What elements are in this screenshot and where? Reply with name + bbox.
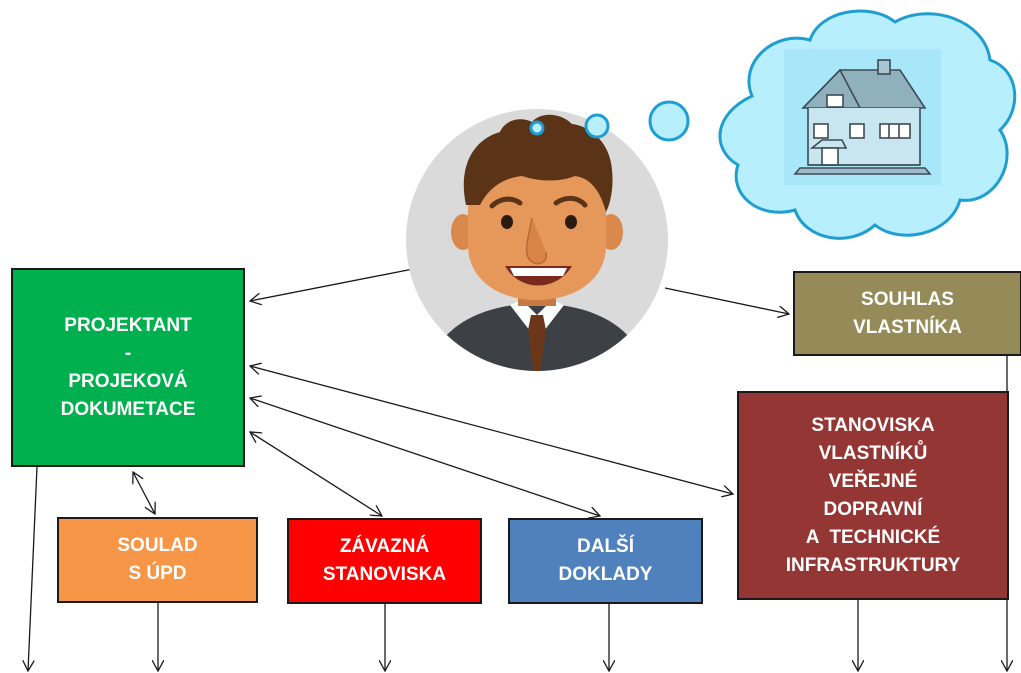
dalsi-doklady-box: DALŠÍ DOKLADY	[508, 518, 703, 604]
soulad-line-1: SOULAD	[117, 535, 198, 556]
dalsi-line-2: DOKLADY	[558, 564, 653, 585]
stanoviska-vlastniku-line-4: DOPRAVNÍ	[823, 498, 923, 520]
thought-cloud-icon	[529, 9, 1017, 240]
stanoviska-vlastniku-box: STANOVISKA VLASTNÍKŮ VEŘEJNÉ DOPRAVNÍ A …	[737, 391, 1009, 600]
projektant-line-1: PROJEKTANT	[64, 314, 192, 336]
souhlas-line-2: VLASTNÍKA	[853, 316, 962, 338]
arrow-projektant-dalsi	[250, 398, 600, 516]
soulad-upd-box: SOULAD S ÚPD	[57, 517, 258, 603]
projektant-line-4: DOKUMETACE	[60, 398, 196, 420]
arrow-down-projektant	[28, 466, 38, 671]
arrow-projektant-zavazna	[250, 432, 382, 516]
arrow-projektant-soulad	[133, 472, 155, 514]
zavazna-stanoviska-box: ZÁVAZNÁ STANOVISKA	[287, 518, 482, 604]
dalsi-line-1: DALŠÍ	[577, 536, 634, 557]
zavazna-line-2: STANOVISKA	[322, 564, 447, 585]
zavazna-line-1: ZÁVAZNÁ	[339, 536, 430, 557]
projektant-line-2: -	[124, 342, 132, 364]
arrow-person-to-projektant	[250, 268, 414, 301]
house-icon	[793, 59, 932, 175]
arrow-person-to-souhlas	[664, 287, 789, 314]
souhlas-vlastnika-box: SOUHLAS VLASTNÍKA	[793, 271, 1021, 356]
person-avatar-icon	[406, 109, 668, 371]
stanoviska-vlastniku-line-1: STANOVISKA	[811, 414, 935, 436]
souhlas-line-1: SOUHLAS	[861, 288, 954, 310]
stanoviska-vlastniku-line-5: A TECHNICKÉ	[805, 526, 941, 548]
stanoviska-vlastniku-line-3: VEŘEJNÉ	[828, 470, 918, 492]
stanoviska-vlastniku-line-6: INFRASTRUKTURY	[785, 554, 961, 576]
projektant-line-3: PROJEKOVÁ	[68, 370, 188, 392]
projektant-box: PROJEKTANT - PROJEKOVÁ DOKUMETACE	[11, 268, 245, 467]
stanoviska-vlastniku-line-2: VLASTNÍKŮ	[818, 442, 928, 464]
soulad-line-2: S ÚPD	[128, 563, 187, 584]
